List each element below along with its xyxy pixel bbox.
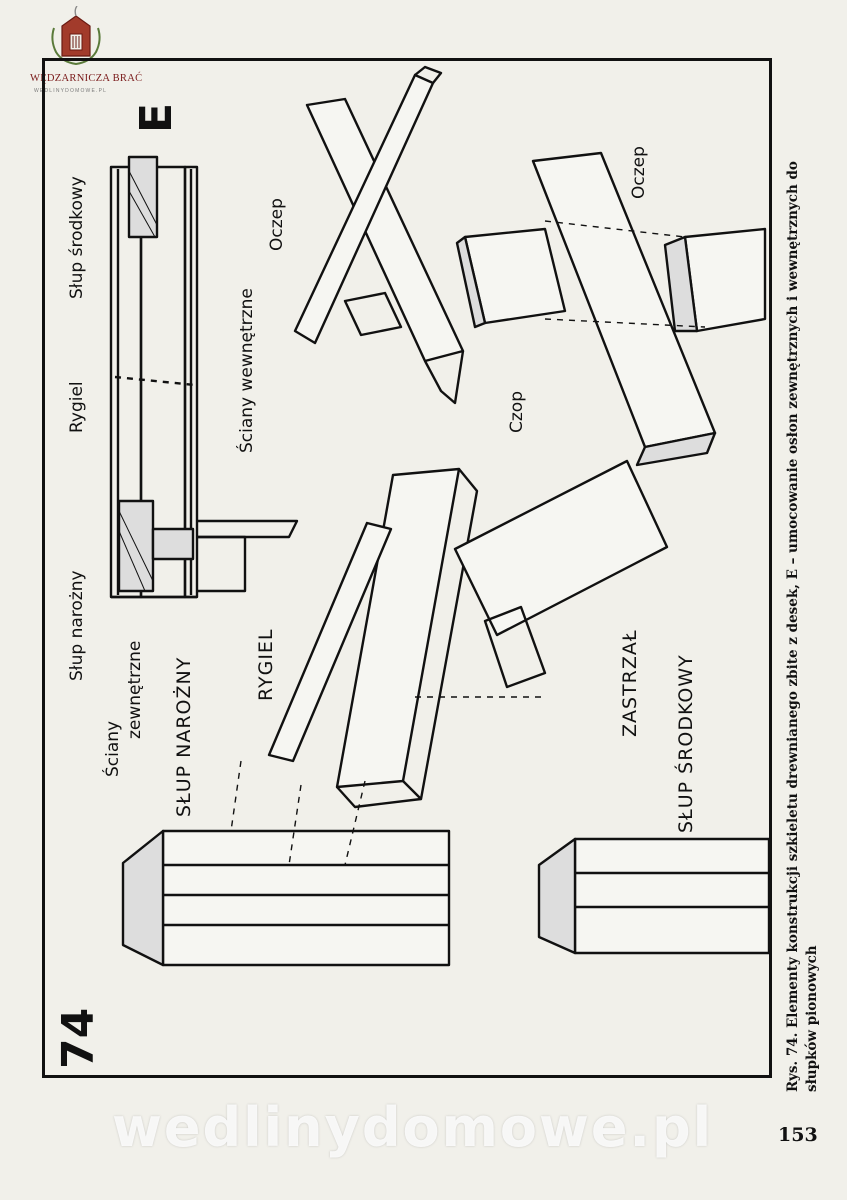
figure-number: 74 — [53, 1007, 104, 1069]
logo-subtitle: WEDLINYDOMOWE.PL — [34, 88, 108, 94]
corner-post — [121, 760, 451, 967]
rygiel-beam — [267, 467, 479, 809]
figure-caption: Rys. 74. Elementy konstrukcji szkieletu … — [784, 161, 822, 1092]
label-sciany: Ściany — [103, 720, 123, 777]
label-rygiel-small: Rygiel — [67, 381, 87, 433]
watermark: wedlinydomowe.pl — [112, 1096, 714, 1159]
cross-beam-oczep — [293, 65, 465, 405]
wall-section-e — [109, 155, 299, 599]
label-sciany-wewnetrzne: Ściany wewnętrzne — [237, 288, 257, 453]
label-rygiel-big: RYGIEL — [255, 628, 277, 701]
middle-post — [537, 837, 769, 955]
caption-line-2: słupków pionowych — [804, 945, 820, 1092]
figure-letter: E — [131, 102, 182, 133]
figure-frame: 74 E Słup środkowy Ściany wewnętrzne Ryg… — [42, 58, 772, 1078]
label-zewnetrzne: zewnętrzne — [125, 640, 145, 739]
logo: WĘDZARNICZA BRAĆ WEDLINYDOMOWE.PL — [10, 6, 142, 106]
zastrzal-strut — [415, 459, 669, 698]
label-slup-srodkowy-big: SŁUP ŚRODKOWY — [675, 654, 697, 833]
label-oczep-2: Oczep — [629, 146, 649, 199]
caption-line-1: Rys. 74. Elementy konstrukcji szkieletu … — [785, 161, 801, 1092]
logo-name: WĘDZARNICZA BRAĆ — [30, 73, 143, 84]
label-slup-srodkowy: Słup środkowy — [67, 176, 87, 299]
page-number: 153 — [778, 1124, 818, 1146]
label-slup-narozny-big: SŁUP NAROŻNY — [173, 656, 195, 817]
construction-drawing — [109, 65, 769, 967]
oczep-czop-joint — [455, 151, 767, 467]
label-oczep-1: Oczep — [267, 198, 287, 251]
label-zastrzal: ZASTRZAŁ — [619, 629, 641, 737]
label-slup-narozny-small: Słup narożny — [67, 570, 87, 681]
label-czop: Czop — [507, 391, 527, 433]
smokehouse-crest-icon — [51, 6, 101, 66]
